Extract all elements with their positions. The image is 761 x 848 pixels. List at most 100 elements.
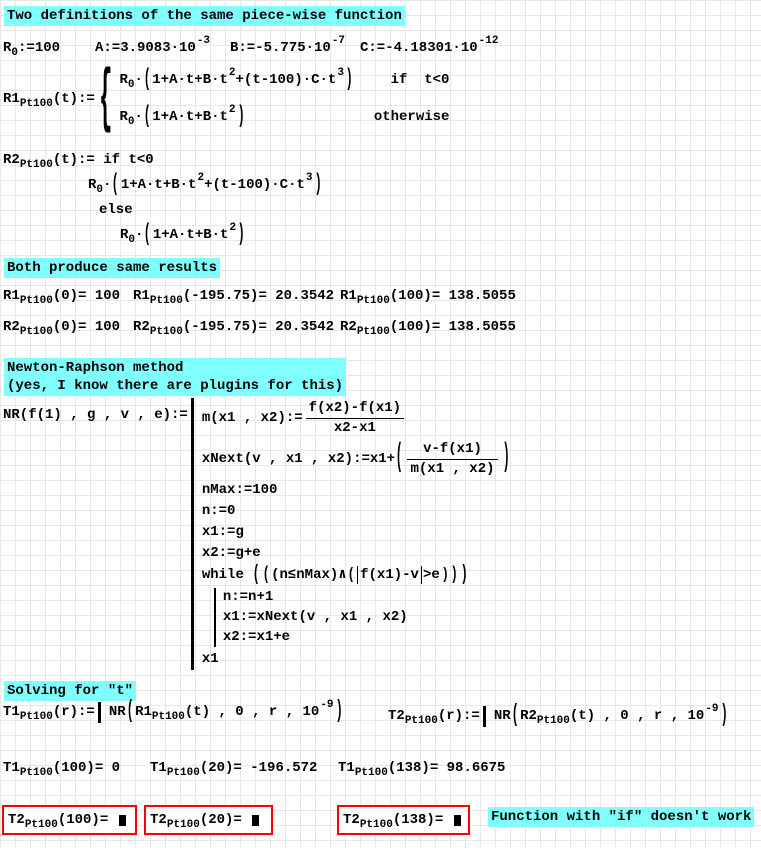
superscript: -12: [478, 35, 499, 47]
math-text: ·: [134, 109, 143, 125]
math-text: (r):=: [52, 704, 95, 720]
math-text: R1: [3, 288, 20, 304]
left-paren-icon: (: [144, 221, 152, 249]
text-region-title[interactable]: Two definitions of the same piece-wise f…: [4, 6, 405, 26]
text-region-results-title[interactable]: Both produce same results: [4, 258, 221, 278]
paren-group: (f(x1)-v>e): [347, 565, 449, 584]
math-region-a-constant[interactable]: A:=3.9083·10-3: [95, 35, 210, 57]
program-line: x1: [202, 651, 219, 668]
subscript: Pt100: [19, 711, 53, 723]
math-text: T2: [150, 811, 167, 828]
math-text: (0)= 100: [52, 288, 121, 304]
paren-content: f(x1)-v>e: [355, 566, 441, 584]
text-region-newton-raphson-title[interactable]: Newton-Raphson method (yes, I know there…: [4, 358, 347, 396]
left-paren-icon: (: [143, 66, 151, 94]
math-text: +(t-100)·C·t: [204, 177, 305, 193]
fraction-bar: [407, 459, 498, 460]
math-text: (138)=: [392, 811, 452, 828]
math-text: ·: [103, 177, 112, 193]
math-text: C:=-4.18301·10: [360, 40, 478, 56]
math-text: T2: [343, 811, 360, 828]
math-region-c-constant[interactable]: C:=-4.18301·10-12: [360, 35, 498, 57]
superscript: 3: [305, 172, 313, 184]
superscript: 2: [228, 67, 236, 79]
math-region-b-constant[interactable]: B:=-5.775·10-7: [230, 35, 345, 57]
subscript: 0: [11, 47, 19, 59]
superscript: 2: [229, 222, 237, 234]
subscript: Pt100: [19, 159, 53, 171]
text-region-solving-title[interactable]: Solving for "t": [4, 681, 137, 701]
left-paren-icon: (: [395, 439, 403, 477]
math-text: (100)= 0: [52, 760, 121, 776]
right-paren-icon: ): [345, 66, 353, 94]
math-text: x2:=g+e: [201, 545, 261, 561]
error-placeholder-square: [118, 814, 126, 826]
math-text: f(x1)-v: [360, 566, 419, 583]
paren-group: ((n≤nMax)∧(f(x1)-v>e)): [262, 564, 459, 585]
math-text: x1:=g: [201, 524, 244, 540]
left-paren-icon: (: [112, 171, 120, 199]
math-text: R2: [3, 319, 20, 335]
right-paren-icon: ): [441, 565, 449, 584]
math-region-nr-function-definition[interactable]: NR(f(1) , g , v , e):=m(x1 , x2):=f(x2)-…: [3, 398, 510, 670]
math-text: x2-x1: [333, 420, 376, 436]
math-text: R2: [3, 152, 20, 168]
subscript: 0: [127, 116, 135, 128]
math-text: (t) , 0 , r , 10: [569, 708, 705, 724]
right-paren-icon: ): [502, 439, 510, 477]
right-paren-icon: ): [237, 103, 245, 131]
math-text: (-195.75)= 20.3542: [182, 319, 335, 335]
right-paren-icon: ): [335, 697, 343, 726]
case-condition: otherwise: [373, 109, 450, 125]
subscript: Pt100: [166, 767, 200, 779]
math-text: :=100: [18, 40, 61, 56]
subscript: Pt100: [536, 715, 570, 727]
math-text: (100)= 138.5055: [389, 288, 516, 304]
math-text: (t):= if t<0: [52, 152, 154, 168]
math-text: v-f(x1): [423, 441, 482, 457]
subscript: Pt100: [166, 818, 200, 831]
right-paren-icon: ): [460, 562, 468, 587]
math-text: n:=n+1: [222, 589, 274, 605]
math-text: (100)= 138.5055: [389, 319, 516, 335]
paren-content: v-f(x1)m(x1 , x2): [403, 441, 501, 478]
left-paren-icon: (: [347, 565, 355, 584]
math-text: x1: [201, 651, 219, 667]
math-text: T1: [338, 760, 355, 776]
math-text: T2: [8, 811, 25, 828]
math-text: (n≤nMax)∧: [271, 566, 347, 583]
text-region-if-note[interactable]: Function with "if" doesn't work: [488, 807, 755, 827]
